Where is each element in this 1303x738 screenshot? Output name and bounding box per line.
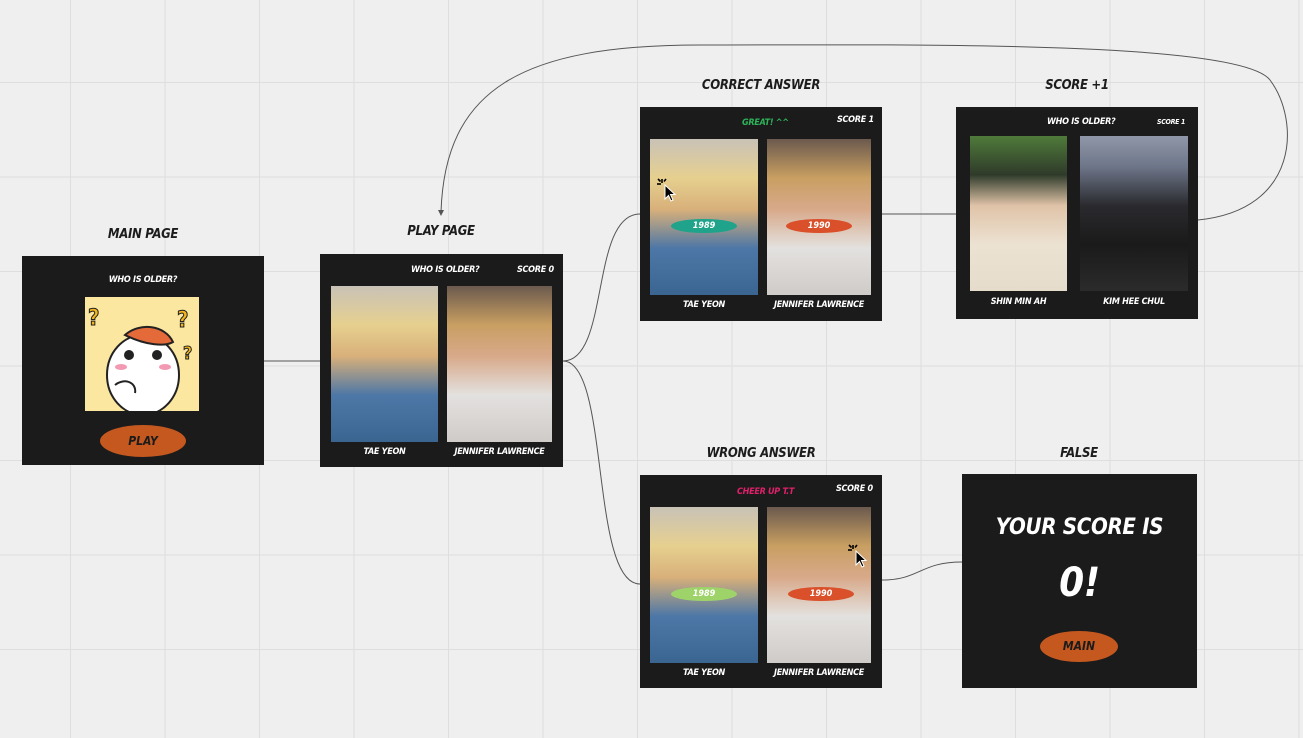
- left-choice-photo[interactable]: [970, 136, 1067, 291]
- question-label: WHO IS OLDER?: [1047, 117, 1116, 127]
- frame-title-false: FALSE: [1060, 446, 1098, 461]
- wrong-answer-frame: CHEER UP T.T SCORE 0 1989 1990 TAE YEON …: [640, 475, 882, 688]
- right-choice-photo: [767, 139, 871, 295]
- score-label: SCORE 0: [836, 484, 873, 494]
- score-label: SCORE 1: [837, 115, 874, 125]
- right-name-label: JENNIFER LAWRENCE: [454, 447, 545, 457]
- left-choice-photo: [650, 507, 758, 663]
- left-name-label: TAE YEON: [363, 447, 406, 457]
- correct-answer-frame: GREAT! ^^ SCORE 1 1989 1990 TAE YEON JEN…: [640, 107, 882, 321]
- connector-play-to-correct: [562, 213, 641, 362]
- score-plus-frame: WHO IS OLDER? SCORE 1 SHIN MIN AH KIM HE…: [956, 107, 1198, 319]
- play-button[interactable]: PLAY: [100, 425, 186, 457]
- left-name-label: TAE YEON: [682, 668, 726, 678]
- left-choice-photo: [650, 139, 758, 295]
- frame-title-main-page: MAIN PAGE: [107, 227, 179, 242]
- your-score-heading: YOUR SCORE IS: [995, 515, 1164, 540]
- feedback-label: GREAT! ^^: [742, 118, 789, 128]
- question-label: WHO IS OLDER?: [411, 265, 480, 275]
- main-button[interactable]: MAIN: [1040, 631, 1118, 662]
- svg-text:?: ?: [88, 306, 99, 331]
- right-name-label: KIM HEE CHUL: [1103, 297, 1165, 307]
- left-name-label: SHIN MIN AH: [990, 297, 1047, 307]
- main-page-frame: WHO IS OLDER? ? ? ? PLAY: [22, 256, 264, 465]
- arrow-head-icon: [438, 210, 444, 216]
- svg-text:?: ?: [177, 308, 188, 333]
- final-score-value: 0!: [1059, 560, 1100, 606]
- frame-title-score-plus: SCORE +1: [1045, 78, 1109, 93]
- question-label: WHO IS OLDER?: [108, 275, 178, 285]
- right-name-label: JENNIFER LAWRENCE: [773, 668, 864, 678]
- right-year-badge: 1990: [788, 587, 854, 601]
- right-year-badge: 1990: [786, 219, 852, 233]
- click-cursor-icon: [848, 544, 868, 568]
- left-choice-photo[interactable]: [331, 286, 438, 442]
- left-name-label: TAE YEON: [682, 300, 726, 310]
- right-choice-photo[interactable]: [1080, 136, 1188, 291]
- feedback-label: CHEER UP T.T: [737, 487, 795, 497]
- right-choice-photo[interactable]: [447, 286, 552, 442]
- score-label: SCORE 0: [517, 265, 554, 275]
- connector-wrong-to-false: [881, 561, 963, 581]
- svg-text:?: ?: [183, 343, 192, 364]
- frame-title-correct-answer: CORRECT ANSWER: [701, 78, 821, 93]
- frame-title-play-page: PLAY PAGE: [407, 224, 475, 239]
- score-label: SCORE 1: [1157, 118, 1186, 126]
- right-name-label: JENNIFER LAWRENCE: [773, 300, 864, 310]
- connector-score-loop-to-play: [440, 44, 1288, 221]
- hamster-question-icon: ? ? ?: [85, 297, 199, 411]
- click-cursor-icon: [657, 178, 677, 202]
- right-choice-photo: [767, 507, 871, 663]
- play-page-frame: WHO IS OLDER? SCORE 0 TAE YEON JENNIFER …: [320, 254, 563, 467]
- connector-play-to-wrong: [562, 360, 641, 585]
- left-year-badge: 1989: [671, 587, 737, 601]
- left-year-badge: 1989: [671, 219, 737, 233]
- frame-title-wrong-answer: WRONG ANSWER: [706, 446, 816, 461]
- false-page-frame: YOUR SCORE IS 0! MAIN: [962, 474, 1197, 688]
